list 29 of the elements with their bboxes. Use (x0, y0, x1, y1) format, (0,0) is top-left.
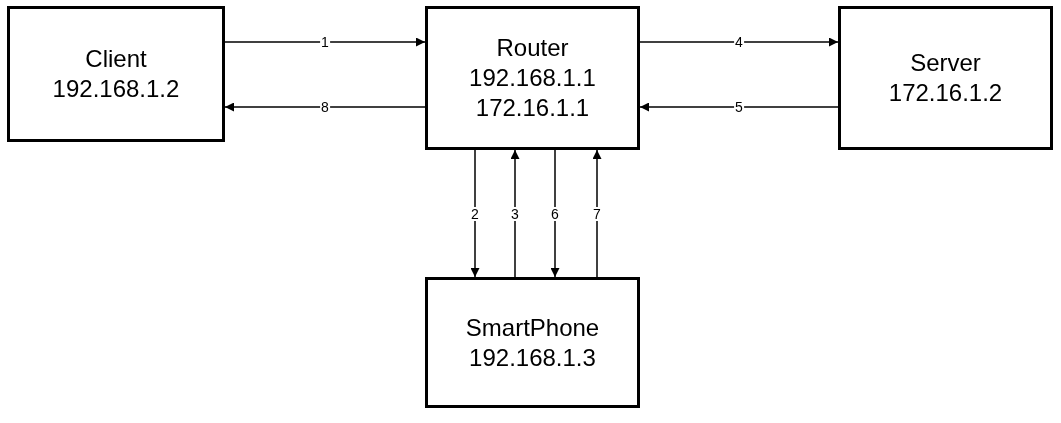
node-text: Router (496, 33, 569, 63)
edge-label: 6 (550, 206, 560, 221)
arrow (550, 149, 560, 278)
edge-label: 7 (592, 206, 602, 221)
edge-label: 2 (470, 206, 480, 221)
node-text: 192.168.1.2 (52, 74, 180, 104)
node-text: SmartPhone (465, 312, 600, 343)
arrow (510, 149, 520, 278)
arrow (639, 102, 839, 112)
edge-label: 4 (734, 35, 744, 49)
node-box (425, 277, 640, 408)
edge-label: 1 (320, 35, 330, 49)
node-box (838, 6, 1053, 150)
arrow (224, 37, 426, 47)
edge-label: 3 (510, 206, 520, 221)
node-text: 192.168.1.1 (469, 63, 596, 93)
edge-label: 5 (734, 100, 744, 114)
node-box (7, 6, 225, 142)
edge-label: 8 (320, 100, 330, 114)
node-text: Server (910, 48, 981, 78)
arrow (470, 149, 480, 278)
node-box (425, 6, 640, 150)
arrow (592, 149, 602, 278)
node-text: 192.168.1.3 (469, 342, 596, 373)
arrow (639, 37, 839, 47)
node-text: 172.16.1.1 (475, 93, 590, 123)
node-text: 172.16.1.2 (888, 78, 1003, 108)
node-text: Client (85, 44, 147, 74)
arrow (224, 102, 426, 112)
